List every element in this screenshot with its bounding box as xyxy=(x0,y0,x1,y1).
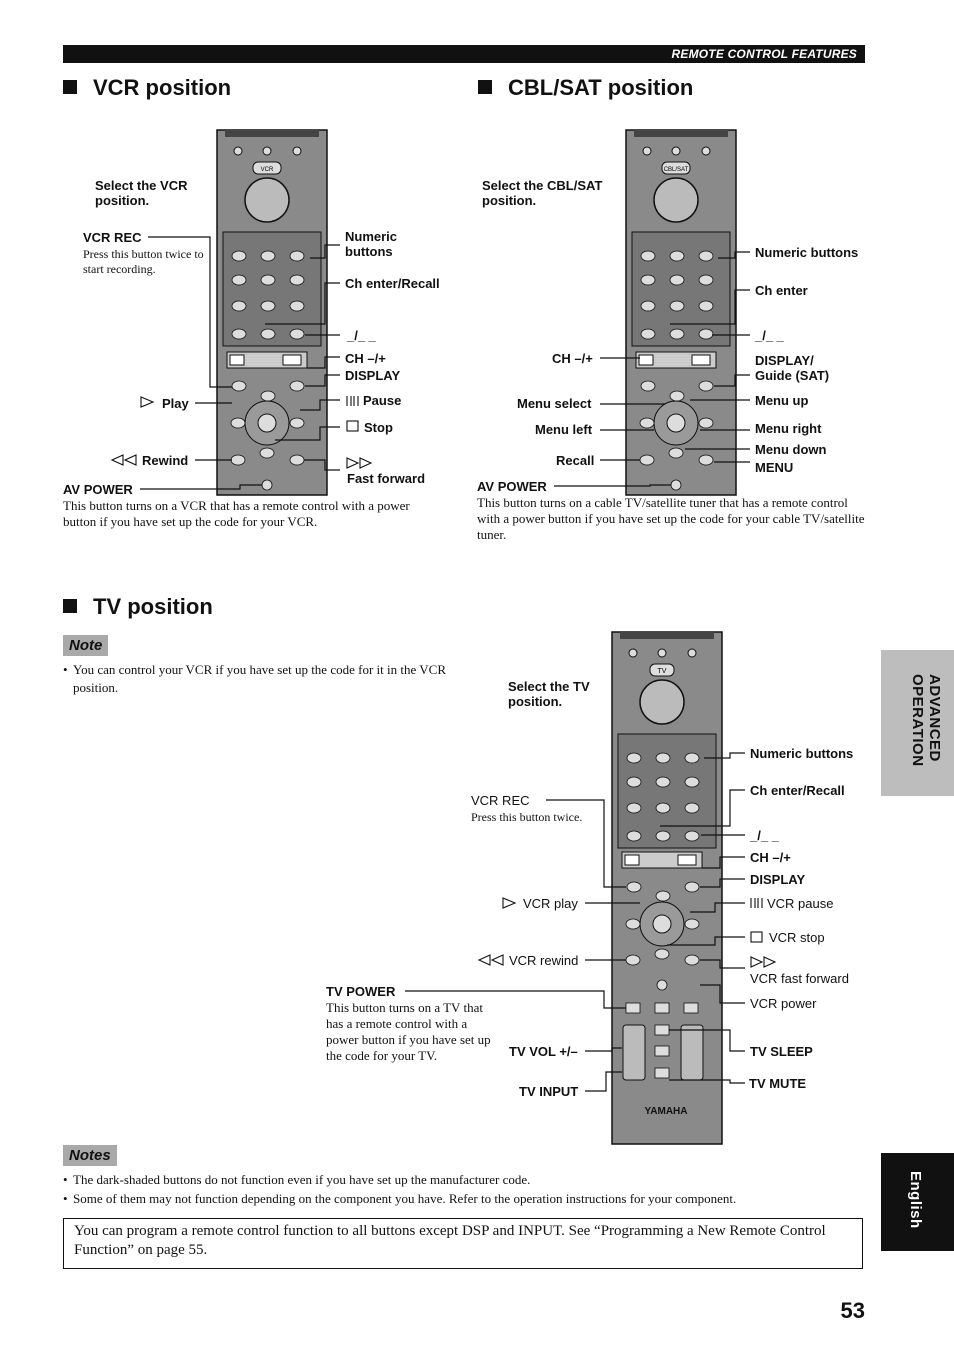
tv-power-label: TV POWER xyxy=(326,984,396,999)
note-heading: Note xyxy=(63,635,109,656)
cbl-menu-label: MENU xyxy=(755,460,794,475)
tab-english: English xyxy=(881,1153,954,1251)
svg-text:TV: TV xyxy=(658,668,667,675)
header-section-label: REMOTE CONTROL FEATURES xyxy=(671,47,857,61)
tv-input-label: TV INPUT xyxy=(519,1084,579,1099)
play-icon xyxy=(140,396,155,408)
cbl-menu-select-label: Menu select xyxy=(517,396,592,411)
pause-icon xyxy=(346,396,359,406)
info-box-text: You can program a remote control functio… xyxy=(74,1223,826,1258)
tv-select-label: Select the TV position. xyxy=(508,679,590,709)
vcr-av-power-note: This button turns on a VCR that has a re… xyxy=(63,498,410,529)
cbl-display-label: DISPLAY/ Guide (SAT) xyxy=(755,353,830,383)
cbl-select-label: Select the CBL/SAT position. xyxy=(482,178,603,208)
vcr-stop-icon xyxy=(750,931,763,943)
square-bullet-icon xyxy=(63,599,77,613)
transport-symbols xyxy=(110,396,777,968)
cbl-menu-left-label: Menu left xyxy=(535,422,593,437)
cbl-av-power-label: AV POWER xyxy=(477,479,547,494)
tv-vcr-rec-label: VCR REC xyxy=(471,793,530,808)
vcr-rewind-label: Rewind xyxy=(142,453,189,468)
cbl-remote-drawing: CBL/SAT xyxy=(625,129,737,496)
vcr-ff-label: Fast forward xyxy=(347,471,426,486)
vcr-ch-enter-label: Ch enter/Recall xyxy=(345,276,440,291)
vcr-rewind-icon xyxy=(477,954,504,966)
tv-mute-label: TV MUTE xyxy=(749,1076,807,1091)
tv-vcr-pause-label: VCR pause xyxy=(767,896,834,911)
vcr-pause-label: Pause xyxy=(363,393,402,408)
cbl-section-title: CBL/SAT position xyxy=(478,75,693,101)
tv-vcr-stop-label: VCR stop xyxy=(769,930,825,945)
vcr-rec-note: Press this button twice to start recordi… xyxy=(83,247,204,276)
tv-vcr-rec-note: Press this button twice. xyxy=(471,810,583,824)
vcr-dash-label: _/_ _ xyxy=(347,328,376,343)
tv-power-note: This button turns on a TV that has a rem… xyxy=(326,1000,491,1063)
notes-item: • The dark-shaded buttons do not functio… xyxy=(63,1172,531,1187)
vcr-numeric-label: Numeric buttons xyxy=(345,229,398,259)
square-bullet-icon xyxy=(63,80,77,94)
tv-section-title: TV position xyxy=(63,594,213,620)
tv-leader-lines xyxy=(405,752,745,1092)
cbl-menu-up-label: Menu up xyxy=(755,393,809,408)
tv-sleep-label: TV SLEEP xyxy=(750,1044,813,1059)
page-number: 53 xyxy=(840,1298,865,1323)
vcr-ch-label: CH –/+ xyxy=(345,351,386,366)
vcr-av-power-label: AV POWER xyxy=(63,482,133,497)
svg-text:CBL/SAT: CBL/SAT xyxy=(664,167,689,173)
vcr-stop-label: Stop xyxy=(364,420,393,435)
yamaha-logo: YAMAHA xyxy=(645,1106,688,1117)
tv-dash-label: _/_ _ xyxy=(750,828,779,843)
vcr-section-title: VCR position xyxy=(63,75,231,101)
cbl-ch-label: CH –/+ xyxy=(552,351,593,366)
vcr-remote-drawing: VCR xyxy=(216,129,328,496)
tv-numeric-label: Numeric buttons xyxy=(750,746,854,761)
square-bullet-icon xyxy=(478,80,492,94)
tv-ch-label: CH –/+ xyxy=(750,850,791,865)
vcr-play-label: Play xyxy=(162,396,189,411)
vcr-leader-lines xyxy=(140,236,340,490)
tab-advanced-operation: ADVANCED OPERATION xyxy=(881,650,954,796)
notes-item: • Some of them may not function dependin… xyxy=(63,1191,737,1206)
fast-forward-icon xyxy=(346,457,373,469)
cbl-leader-lines xyxy=(554,251,750,487)
cbl-ch-enter-label: Ch enter xyxy=(755,283,808,298)
cbl-av-power-note: This button turns on a cable TV/satellit… xyxy=(477,495,865,542)
tv-ch-enter-label: Ch enter/Recall xyxy=(750,783,845,798)
vcr-fast-forward-icon xyxy=(750,956,777,968)
cbl-menu-right-label: Menu right xyxy=(755,421,822,436)
tv-note-item: • You can control your VCR if you have s… xyxy=(63,662,446,695)
stop-icon xyxy=(346,420,359,432)
tv-vol-label: TV VOL +/– xyxy=(509,1044,578,1059)
tv-vcr-rewind-label: VCR rewind xyxy=(509,953,579,968)
tv-vcr-power-label: VCR power xyxy=(750,996,817,1011)
vcr-play-icon xyxy=(502,897,517,909)
vcr-select-label: Select the VCR position. xyxy=(95,178,188,208)
cbl-dash-label: _/_ _ xyxy=(755,328,784,343)
header-bar: REMOTE CONTROL FEATURES xyxy=(63,45,865,63)
tv-display-label: DISPLAY xyxy=(750,872,806,887)
rewind-icon xyxy=(110,454,137,466)
notes-heading: Notes xyxy=(63,1145,117,1166)
vcr-rec-label: VCR REC xyxy=(83,230,142,245)
vcr-display-label: DISPLAY xyxy=(345,368,401,383)
cbl-menu-down-label: Menu down xyxy=(755,442,827,457)
tv-vcr-play-label: VCR play xyxy=(523,896,578,911)
cbl-numeric-label: Numeric buttons xyxy=(755,245,859,260)
vcr-pause-icon xyxy=(750,898,763,908)
svg-text:VCR: VCR xyxy=(261,167,274,173)
tv-vcr-ff-label: VCR fast forward xyxy=(750,971,849,986)
info-box: You can program a remote control functio… xyxy=(63,1218,863,1269)
tv-remote-drawing: TV YAMAHA xyxy=(611,631,723,1145)
cbl-recall-label: Recall xyxy=(556,453,595,468)
